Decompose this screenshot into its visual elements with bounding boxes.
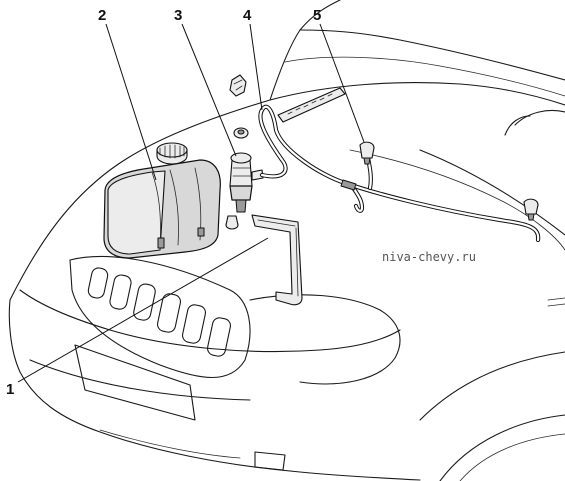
clips: [229, 74, 249, 139]
callout-2: 2: [98, 7, 107, 24]
leader-5: [319, 23, 365, 143]
car-body-outline: [8, 0, 565, 481]
leader-2: [105, 23, 157, 181]
leader-1: [17, 237, 269, 383]
leader-3: [181, 23, 237, 157]
washer-reservoir: [103, 142, 221, 259]
leader-lines: [17, 23, 365, 383]
washer-pump: [225, 152, 264, 230]
washer-hoses: [258, 104, 541, 243]
pump-bracket: [251, 214, 303, 306]
callout-4: 4: [243, 7, 252, 24]
watermark-text: niva-chevy.ru: [382, 250, 476, 264]
callout-5: 5: [313, 7, 322, 24]
leader-4: [249, 23, 263, 111]
callout-1: 1: [6, 381, 15, 398]
radiator-grille: [69, 255, 251, 378]
callout-3: 3: [174, 7, 183, 24]
washer-nozzles: [277, 87, 539, 221]
